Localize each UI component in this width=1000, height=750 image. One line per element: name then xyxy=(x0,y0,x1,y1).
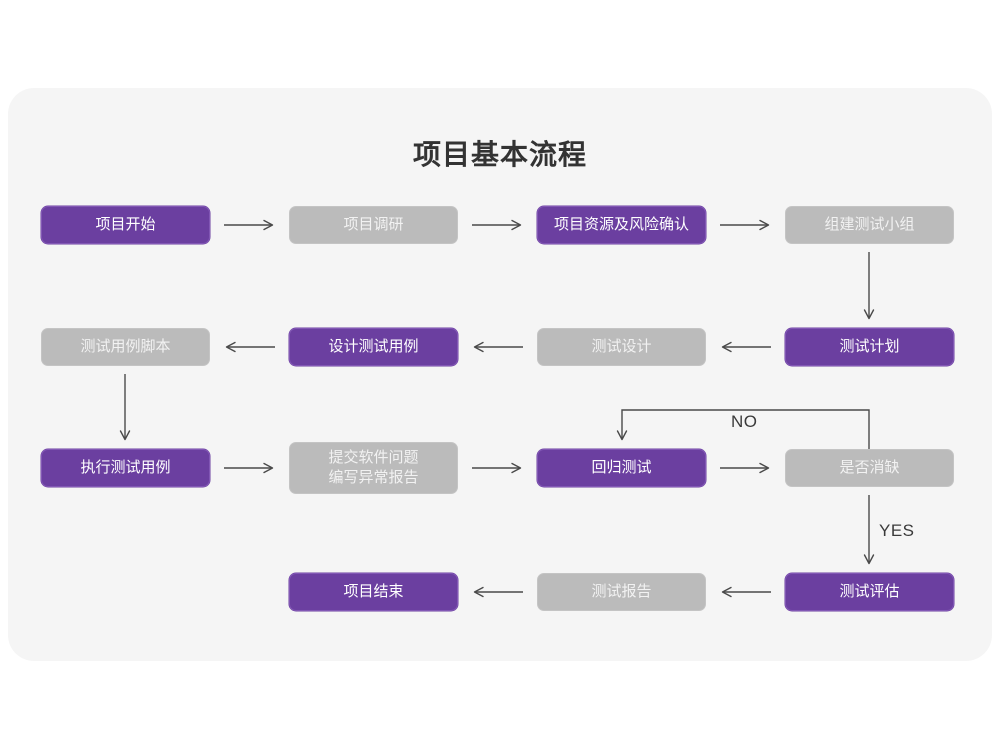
flowchart-card xyxy=(8,88,992,661)
flow-node-test-report[interactable]: 测试报告 xyxy=(537,573,706,611)
flow-node-build-test-team[interactable]: 组建测试小组 xyxy=(785,206,954,244)
flow-node-testcase-script[interactable]: 测试用例脚本 xyxy=(41,328,210,366)
flow-node-project-research[interactable]: 项目调研 xyxy=(289,206,458,244)
flow-node-defect-resolved[interactable]: 是否消缺 xyxy=(785,449,954,487)
edge-label-no: NO xyxy=(731,412,758,431)
flow-node-project-start[interactable]: 项目开始 xyxy=(41,206,210,244)
flow-node-design-testcase[interactable]: 设计测试用例 xyxy=(289,328,458,366)
flow-node-submit-issue-report[interactable]: 提交软件问题 编写异常报告 xyxy=(289,442,458,494)
page-title: 项目基本流程 xyxy=(412,139,587,170)
flow-node-regression-test[interactable]: 回归测试 xyxy=(537,449,706,487)
flow-node-test-design[interactable]: 测试设计 xyxy=(537,328,706,366)
edge-label-yes: YES xyxy=(879,521,915,540)
flow-node-test-evaluation[interactable]: 测试评估 xyxy=(785,573,954,611)
flow-node-resource-risk-confirm[interactable]: 项目资源及风险确认 xyxy=(537,206,706,244)
flow-node-test-plan[interactable]: 测试计划 xyxy=(785,328,954,366)
flow-node-project-end[interactable]: 项目结束 xyxy=(289,573,458,611)
flow-node-execute-testcase[interactable]: 执行测试用例 xyxy=(41,449,210,487)
